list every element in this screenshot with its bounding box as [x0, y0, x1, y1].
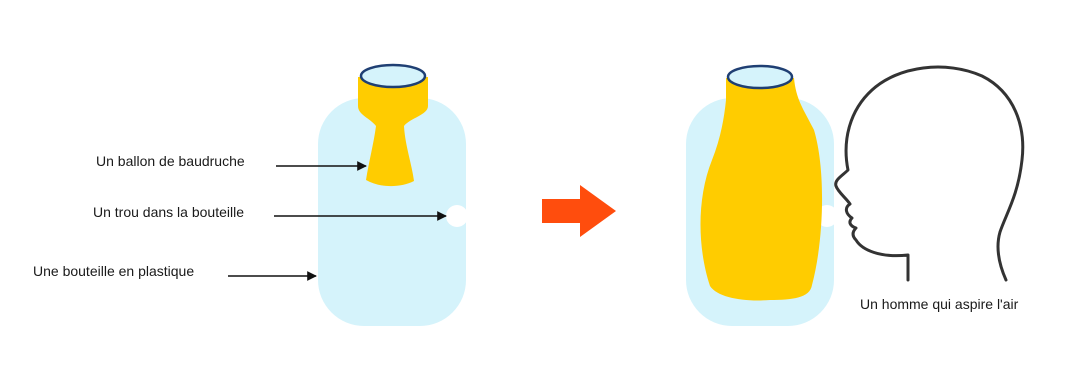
bottle-rim-after — [728, 66, 792, 88]
bottle-after — [686, 66, 838, 326]
bottle-rim-before — [361, 65, 425, 87]
human-head-profile-icon — [836, 67, 1023, 280]
balloon-label: Un ballon de baudruche — [96, 153, 245, 169]
bottle-before — [318, 65, 468, 326]
arrow-right-icon — [542, 185, 616, 237]
bottle-label: Une bouteille en plastique — [33, 263, 194, 279]
bottle-hole-before — [446, 205, 468, 227]
man-label: Un homme qui aspire l'air — [860, 296, 1018, 312]
hole-label: Un trou dans la bouteille — [93, 204, 244, 220]
